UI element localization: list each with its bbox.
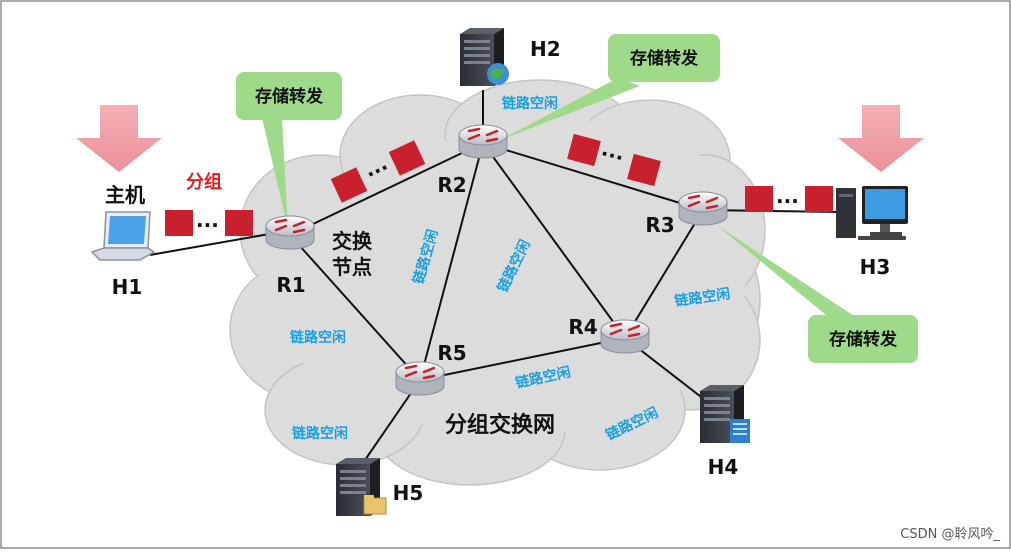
callout-text: 存储转发 xyxy=(829,329,898,350)
packets-r2-r3: ··· xyxy=(567,133,661,187)
link-r2-r5 xyxy=(419,142,484,381)
host-h5-label: H5 xyxy=(393,481,424,505)
link-idle-label: 链路空闲 xyxy=(290,329,346,346)
link-r3-r4 xyxy=(624,209,704,339)
arrow-icon-right xyxy=(838,105,924,172)
link-h1-r1 xyxy=(149,232,276,256)
switch-node-label-line1: 交换 xyxy=(332,229,373,253)
router-icon xyxy=(678,191,728,226)
packet-icon xyxy=(165,210,193,236)
packet-icon xyxy=(805,186,833,212)
packet-icon xyxy=(225,210,253,236)
packets-r3-h3: ··· xyxy=(745,186,833,213)
packets-r1-r2: ··· xyxy=(330,140,426,203)
callout-store-forward-r1: 存储转发 xyxy=(236,72,342,228)
host-h2-label: H2 xyxy=(530,37,561,61)
packet-icon xyxy=(567,133,601,167)
link-r2-r4 xyxy=(482,142,626,339)
router-icon xyxy=(395,361,445,396)
callout-text: 存储转发 xyxy=(255,86,324,107)
packet-dots: ··· xyxy=(776,189,799,213)
packet-dots: ··· xyxy=(196,213,219,237)
laptop-icon xyxy=(90,211,156,261)
link-r2-r3 xyxy=(482,142,704,211)
link-r4-r5 xyxy=(419,337,626,381)
server-icon xyxy=(460,28,509,86)
callout-store-forward-r2: 存储转发 xyxy=(500,34,720,140)
router-icon xyxy=(600,319,650,354)
router-r3-label: R3 xyxy=(645,213,674,237)
host-label: 主机 xyxy=(105,183,145,207)
router-r5-label: R5 xyxy=(437,341,466,365)
router-icon xyxy=(265,215,315,250)
server-icon xyxy=(700,385,750,443)
router-r2-label: R2 xyxy=(437,173,466,197)
link-r1-r5 xyxy=(289,234,421,381)
arrow-icon-left xyxy=(76,105,162,172)
network-label: 分组交换网 xyxy=(445,412,555,438)
link-r1-r2 xyxy=(289,142,484,236)
link-idle-label: 链路空闲 xyxy=(502,95,558,112)
packet-icon xyxy=(627,153,661,187)
router-r4-label: R4 xyxy=(568,315,597,339)
routers xyxy=(265,124,728,396)
packets-h1-r1: ··· xyxy=(165,210,253,237)
host-h1-label: H1 xyxy=(112,275,143,299)
host-h4-label: H4 xyxy=(708,455,739,479)
link-idle-label: 链路空闲 xyxy=(292,425,348,442)
callout-store-forward-r3: 存储转发 xyxy=(718,226,918,363)
packet-icon xyxy=(330,167,368,203)
server-icon xyxy=(336,458,387,516)
switch-node-label-line2: 节点 xyxy=(332,255,372,279)
packet-icon xyxy=(745,186,773,212)
packet-icon xyxy=(388,140,426,176)
router-r1-label: R1 xyxy=(276,273,305,297)
callout-text: 存储转发 xyxy=(630,48,699,69)
watermark: CSDN @聆风吟_ xyxy=(900,526,1000,542)
packet-label: 分组 xyxy=(186,171,222,193)
host-h3-label: H3 xyxy=(860,255,891,279)
router-icon xyxy=(458,124,508,159)
desktop-icon xyxy=(836,186,908,240)
